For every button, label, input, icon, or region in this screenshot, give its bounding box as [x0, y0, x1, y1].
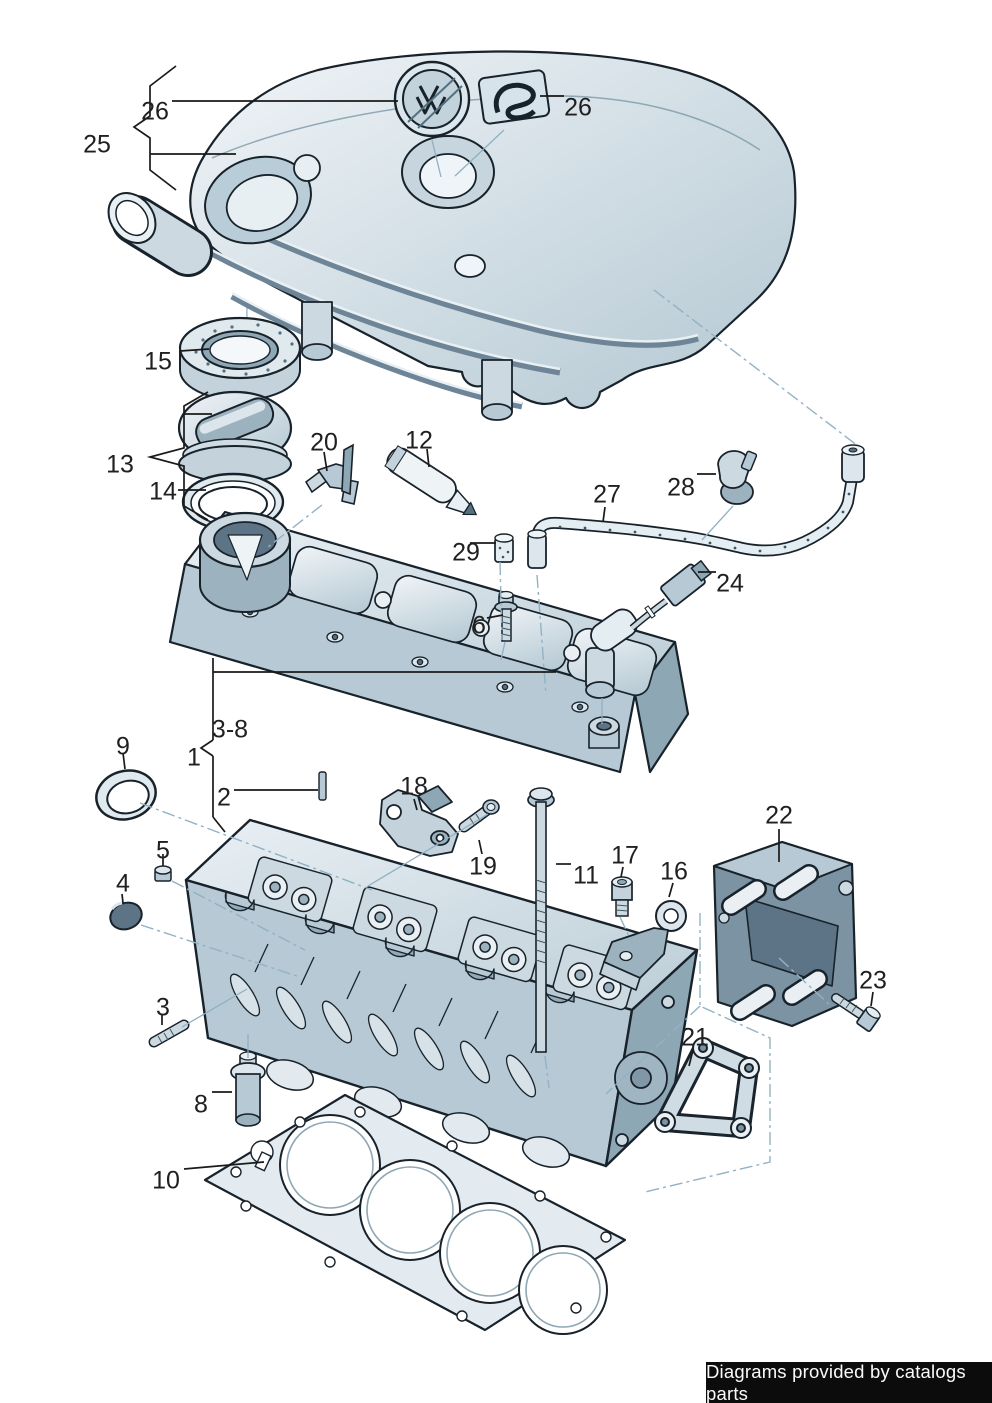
part-label-8[interactable]: 8	[194, 1090, 208, 1119]
part-label-3-8[interactable]: 3-8	[211, 715, 249, 744]
guide-sleeve-8	[230, 1051, 266, 1127]
coil-towers	[721, 864, 828, 1021]
footer-credit: Diagrams provided by catalogs parts	[706, 1360, 992, 1403]
hose-retainer-28	[717, 450, 758, 505]
gasket-holes	[230, 1106, 612, 1322]
oil-filler-neck	[198, 511, 292, 613]
head-ports	[265, 1059, 571, 1168]
bolt-23	[831, 993, 881, 1033]
support-bracket-21	[654, 1037, 760, 1139]
support-bracket-18	[379, 785, 459, 857]
head-end-face	[614, 995, 675, 1147]
part-label-6[interactable]: 6	[472, 611, 486, 640]
cover-mount-stub	[481, 359, 513, 421]
part-label-27[interactable]: 27	[593, 480, 621, 509]
part-label-9[interactable]: 9	[116, 732, 130, 761]
part-label-16[interactable]: 16	[660, 857, 688, 886]
head-gasket-10	[203, 1093, 627, 1335]
part-label-26-right[interactable]: 26	[564, 93, 592, 122]
part-label-29[interactable]: 29	[452, 538, 480, 567]
engine-cover	[107, 50, 797, 421]
part-label-5[interactable]: 5	[156, 836, 170, 865]
construction-lines	[139, 289, 859, 1193]
leader-lines	[121, 65, 874, 1170]
part-label-15[interactable]: 15	[144, 347, 172, 376]
lifting-eye-bracket-16	[599, 900, 687, 991]
head-valves	[229, 943, 545, 1098]
footer-credit-text: Diagrams provided by catalogs parts	[706, 1360, 966, 1403]
part-label-3[interactable]: 3	[156, 993, 170, 1022]
retaining-clip-20	[304, 443, 359, 505]
ignition-coil-22	[712, 840, 858, 1028]
gasket-bores	[279, 1114, 608, 1335]
part-label-23[interactable]: 23	[859, 966, 887, 995]
cover-small-hole	[293, 154, 321, 182]
sealing-cap-4	[109, 901, 143, 931]
cover-filler-stub	[301, 301, 333, 361]
dowel-sleeve-29	[494, 533, 514, 563]
cover-vent-hole	[454, 254, 486, 278]
sensor-connector	[660, 559, 712, 607]
bolt-6	[494, 590, 518, 642]
part-label-2[interactable]: 2	[217, 783, 231, 812]
hose-end-fitting	[841, 444, 865, 483]
part-label-24[interactable]: 24	[716, 569, 744, 598]
breather-hose-27	[527, 444, 865, 569]
part-label-20[interactable]: 20	[310, 428, 338, 457]
camshaft-sensor-24	[585, 559, 712, 699]
cover-ribs	[204, 205, 699, 410]
bolt-19	[458, 799, 500, 833]
stud-3	[148, 1019, 190, 1048]
part-label-14[interactable]: 14	[149, 477, 177, 506]
part-label-19[interactable]: 19	[469, 852, 497, 881]
cylinder-head-bolt-11	[527, 787, 555, 1053]
part-label-17[interactable]: 17	[611, 841, 639, 870]
seat-logo	[477, 69, 551, 125]
seal-ring-9	[95, 769, 157, 821]
part-label-28[interactable]: 28	[667, 473, 695, 502]
part-label-13[interactable]: 13	[106, 450, 134, 479]
part-label-4[interactable]: 4	[116, 869, 130, 898]
bearing-saddles	[224, 891, 575, 1004]
sensor-boss	[588, 716, 620, 749]
thin-alignment-lines	[181, 129, 734, 1058]
part-label-26-left[interactable]: 26	[141, 97, 169, 126]
oil-filler-cap-13	[177, 390, 293, 483]
part-label-10[interactable]: 10	[152, 1166, 180, 1195]
part-label-18[interactable]: 18	[400, 772, 428, 801]
part-label-11[interactable]: 11	[573, 861, 599, 890]
vw-logo	[393, 60, 471, 138]
dowel-pin-2	[318, 771, 327, 801]
strainer-ring-15	[178, 316, 302, 401]
part-label-12[interactable]: 12	[405, 426, 433, 455]
part-label-21[interactable]: 21	[681, 1023, 709, 1052]
part-label-1[interactable]: 1	[187, 743, 201, 772]
part-label-25[interactable]: 25	[83, 130, 111, 159]
part-label-22[interactable]: 22	[765, 801, 793, 830]
cover-inlet-tube	[107, 192, 213, 277]
bolt-17	[611, 876, 633, 917]
